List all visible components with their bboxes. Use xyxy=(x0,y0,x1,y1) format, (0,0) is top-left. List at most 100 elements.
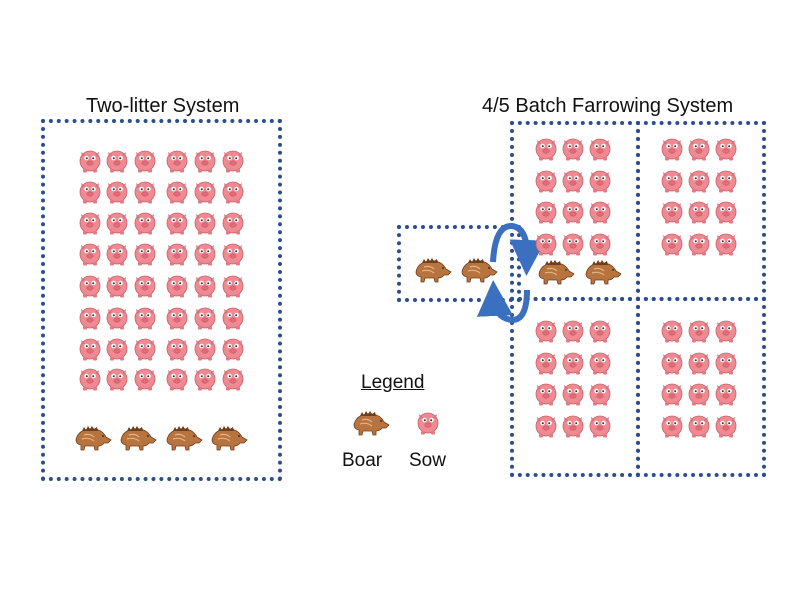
sow-icon xyxy=(78,147,102,173)
sow-icon xyxy=(714,135,738,161)
sow-icon xyxy=(660,167,684,193)
sow-icon xyxy=(78,272,102,298)
sow-icon xyxy=(687,135,711,161)
sow-icon xyxy=(687,198,711,224)
sow-icon xyxy=(165,365,189,391)
sow-icon xyxy=(534,349,558,375)
sow-icon xyxy=(561,349,585,375)
sow-icon xyxy=(133,304,157,330)
sow-icon xyxy=(221,240,245,266)
sow-icon xyxy=(133,272,157,298)
arrow-to-boar-pen-icon xyxy=(476,280,530,324)
sow-icon xyxy=(133,178,157,204)
boar-icon xyxy=(535,259,575,285)
sow-icon xyxy=(105,365,129,391)
sow-icon xyxy=(165,240,189,266)
sow-icon xyxy=(105,240,129,266)
sow-icon xyxy=(534,198,558,224)
sow-icon xyxy=(561,412,585,438)
sow-icon xyxy=(133,147,157,173)
sow-icon xyxy=(588,167,612,193)
sow-icon xyxy=(588,135,612,161)
sow-icon xyxy=(105,147,129,173)
sow-icon xyxy=(165,335,189,361)
sow-icon xyxy=(534,230,558,256)
sow-icon xyxy=(714,412,738,438)
sow-icon xyxy=(221,304,245,330)
sow-icon xyxy=(193,304,217,330)
sow-icon xyxy=(687,349,711,375)
legend-boar-icon xyxy=(350,410,390,436)
sow-icon xyxy=(687,230,711,256)
boar-icon xyxy=(117,425,157,451)
left-system-title: Two-litter System xyxy=(86,95,240,117)
sow-icon xyxy=(78,209,102,235)
sow-icon xyxy=(78,304,102,330)
sow-icon xyxy=(221,272,245,298)
boar-icon xyxy=(582,259,622,285)
sow-icon xyxy=(534,167,558,193)
sow-icon xyxy=(714,167,738,193)
sow-icon xyxy=(78,178,102,204)
sow-icon xyxy=(687,412,711,438)
sow-icon xyxy=(561,317,585,343)
sow-icon xyxy=(660,230,684,256)
sow-icon xyxy=(221,147,245,173)
sow-icon xyxy=(660,135,684,161)
sow-icon xyxy=(193,272,217,298)
sow-icon xyxy=(660,317,684,343)
legend-sow-icon xyxy=(416,409,440,435)
sow-icon xyxy=(687,380,711,406)
sow-icon xyxy=(561,380,585,406)
sow-icon xyxy=(105,335,129,361)
boar-icon xyxy=(163,425,203,451)
sow-icon xyxy=(193,209,217,235)
sow-icon xyxy=(588,317,612,343)
sow-icon xyxy=(193,147,217,173)
arrow-to-group-icon xyxy=(490,223,546,276)
sow-icon xyxy=(714,317,738,343)
legend-title: Legend xyxy=(361,372,425,393)
sow-icon xyxy=(78,335,102,361)
sow-icon xyxy=(660,380,684,406)
batch-group-4-pen xyxy=(636,297,766,477)
sow-icon xyxy=(534,317,558,343)
sow-icon xyxy=(105,304,129,330)
sow-icon xyxy=(221,335,245,361)
boar-icon xyxy=(208,425,248,451)
sow-icon xyxy=(534,135,558,161)
sow-icon xyxy=(714,198,738,224)
sow-icon xyxy=(660,198,684,224)
sow-icon xyxy=(193,335,217,361)
sow-icon xyxy=(561,198,585,224)
sow-icon xyxy=(165,147,189,173)
sow-icon xyxy=(687,317,711,343)
sow-icon xyxy=(534,412,558,438)
sow-icon xyxy=(105,209,129,235)
boar-icon xyxy=(72,425,112,451)
sow-icon xyxy=(660,349,684,375)
sow-icon xyxy=(133,240,157,266)
sow-icon xyxy=(687,167,711,193)
sow-icon xyxy=(193,240,217,266)
sow-icon xyxy=(133,365,157,391)
sow-icon xyxy=(534,380,558,406)
sow-icon xyxy=(561,230,585,256)
two-litter-pen xyxy=(41,119,282,481)
sow-icon xyxy=(193,365,217,391)
sow-icon xyxy=(660,412,684,438)
sow-icon xyxy=(165,209,189,235)
sow-icon xyxy=(165,304,189,330)
legend-sow-label: Sow xyxy=(409,450,446,471)
sow-icon xyxy=(78,240,102,266)
sow-icon xyxy=(221,209,245,235)
sow-icon xyxy=(221,365,245,391)
sow-icon xyxy=(588,349,612,375)
sow-icon xyxy=(221,178,245,204)
sow-icon xyxy=(561,135,585,161)
sow-icon xyxy=(561,167,585,193)
sow-icon xyxy=(588,230,612,256)
sow-icon xyxy=(588,380,612,406)
sow-icon xyxy=(588,412,612,438)
